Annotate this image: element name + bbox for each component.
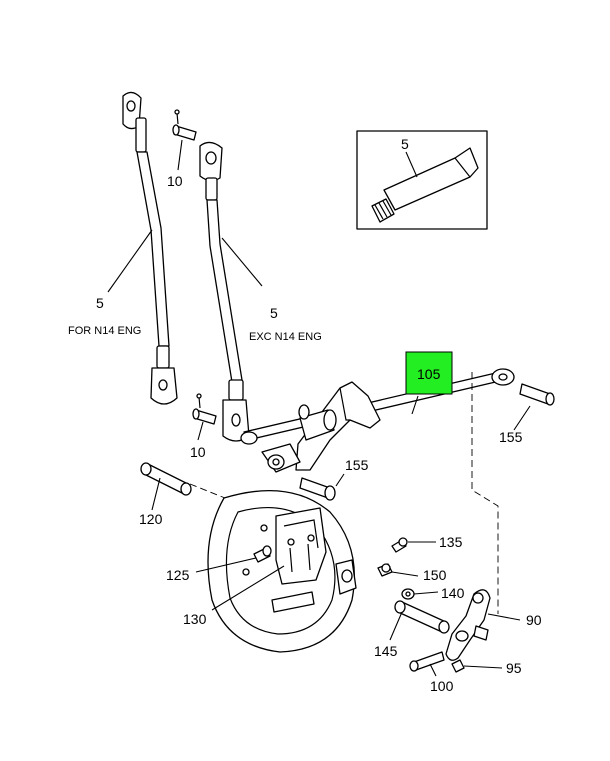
callout-90: 90 bbox=[526, 612, 542, 628]
washer-140 bbox=[401, 588, 439, 600]
callout-5-left: 5 bbox=[96, 295, 104, 311]
bolt-155-right bbox=[513, 383, 555, 431]
callout-105: 105 bbox=[417, 366, 441, 382]
rod-exc-n14 bbox=[199, 141, 263, 442]
callout-155-mid: 155 bbox=[345, 457, 369, 473]
callout-100: 100 bbox=[430, 678, 454, 694]
callout-95: 95 bbox=[506, 660, 522, 676]
inset-tube-box: 5 bbox=[356, 130, 488, 230]
bellhousing bbox=[207, 489, 357, 653]
callout-155-right: 155 bbox=[499, 429, 523, 445]
callout-135: 135 bbox=[439, 534, 463, 550]
callout-105-highlight bbox=[405, 351, 453, 395]
callout-10-mid: 10 bbox=[190, 444, 206, 460]
bolt-155-mid bbox=[299, 473, 345, 501]
callout-145: 145 bbox=[374, 643, 398, 659]
screw-135 bbox=[391, 537, 436, 553]
note-exc-n14: EXC N14 ENG bbox=[249, 331, 322, 343]
alignment-line-sleeve bbox=[189, 483, 231, 501]
callout-5-inset: 5 bbox=[401, 136, 409, 152]
callout-150: 150 bbox=[423, 567, 447, 583]
rod-for-n14 bbox=[107, 91, 178, 405]
pin-10-mid bbox=[192, 393, 217, 441]
callout-140: 140 bbox=[441, 585, 465, 601]
alignment-line-right bbox=[471, 372, 499, 614]
callout-125: 125 bbox=[166, 567, 190, 583]
nut-95 bbox=[451, 659, 503, 673]
note-for-n14: FOR N14 ENG bbox=[68, 325, 141, 337]
pin-10-top bbox=[172, 109, 197, 171]
sleeve-145 bbox=[389, 600, 450, 641]
sleeve-120 bbox=[140, 462, 192, 511]
lever-90 bbox=[445, 589, 521, 661]
callout-130: 130 bbox=[183, 611, 207, 627]
callout-5-right: 5 bbox=[270, 305, 278, 321]
callout-10-top: 10 bbox=[167, 173, 183, 189]
leader-130 bbox=[211, 565, 285, 611]
sealant-tube bbox=[371, 147, 479, 223]
screw-150 bbox=[377, 563, 419, 577]
screw-125 bbox=[195, 545, 272, 573]
shift-bracket-assembly bbox=[240, 368, 515, 473]
callout-120: 120 bbox=[139, 511, 163, 527]
bolt-100 bbox=[409, 651, 445, 677]
